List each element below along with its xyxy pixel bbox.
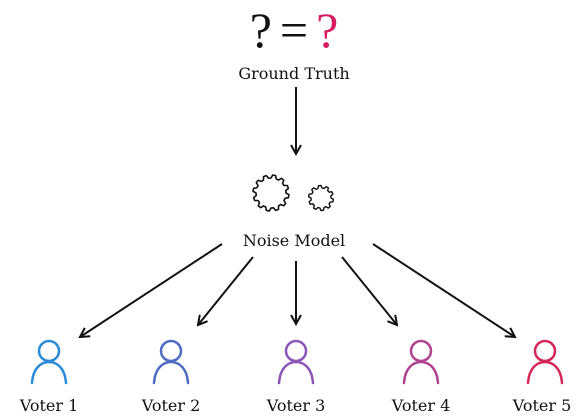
gear-large-outline [252, 174, 290, 212]
person-body [402, 360, 440, 385]
voter-label-1: Voter 1 [19, 396, 79, 415]
person-body [526, 360, 564, 385]
ground-truth-equation: ?=? [0, 0, 588, 60]
person-head [284, 339, 308, 363]
equation-operator: = [279, 2, 309, 58]
person-body [30, 360, 68, 385]
person-head [37, 339, 61, 363]
person-icon [277, 339, 315, 385]
person-icon [402, 339, 440, 385]
person-body [152, 360, 190, 385]
person-icon [30, 339, 68, 385]
equation-left: ? [249, 2, 272, 58]
person-body [277, 360, 315, 385]
gear-small-icon [307, 184, 335, 212]
person-icon [152, 339, 190, 385]
ground-truth-label: Ground Truth [238, 64, 350, 83]
gear-small-outline [307, 184, 335, 212]
gears-icon [252, 174, 335, 212]
voter-label-2: Voter 2 [141, 396, 201, 415]
arrow-model-to-voter-2 [198, 256, 254, 325]
person-icon [526, 339, 564, 385]
arrow-model-to-voter-5 [372, 243, 515, 337]
person-head [533, 339, 557, 363]
voter-label-3: Voter 3 [266, 396, 326, 415]
arrow-model-to-voter-4 [341, 256, 397, 325]
voter-label-5: Voter 5 [512, 396, 572, 415]
person-head [409, 339, 433, 363]
gear-large-icon [252, 174, 290, 212]
equation-right: ? [316, 2, 339, 58]
arrow-model-to-voter-1 [80, 243, 223, 337]
noise-model-label: Noise Model [242, 231, 346, 250]
person-head [159, 339, 183, 363]
voter-label-4: Voter 4 [391, 396, 451, 415]
